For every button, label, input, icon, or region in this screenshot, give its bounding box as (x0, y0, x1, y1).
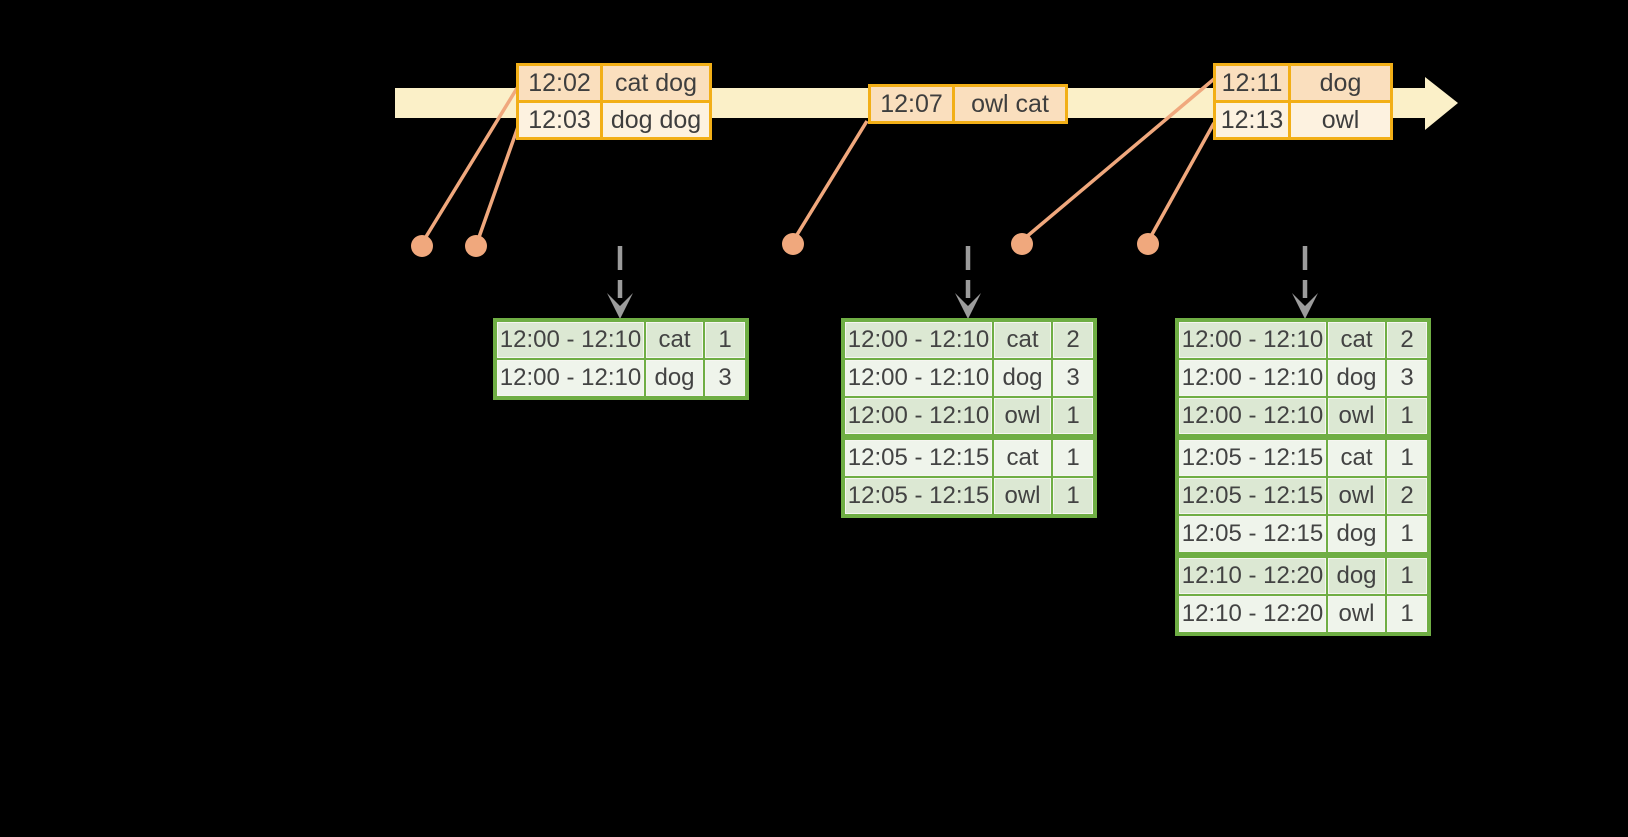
window-cell: 12:10 - 12:20 (1180, 559, 1325, 593)
result-row: 12:10 - 12:20 owl 1 (1180, 597, 1426, 631)
window-cell: 12:00 - 12:10 (846, 323, 991, 357)
window-cell: 12:05 - 12:15 (846, 441, 991, 475)
event-connector-line (1148, 122, 1216, 239)
result-row: 12:05 - 12:15 dog 1 (1180, 517, 1426, 551)
word-cell: dog (995, 361, 1050, 395)
result-table-1: 12:00 - 12:10 cat 1 12:00 - 12:10 dog 3 (493, 318, 749, 400)
word-cell: owl (995, 479, 1050, 513)
result-row: 12:00 - 12:10 cat 1 (498, 323, 744, 357)
window-cell: 12:00 - 12:10 (498, 361, 643, 395)
result-row: 12:05 - 12:15 cat 1 (1180, 441, 1426, 475)
word-cell: dog (1329, 517, 1384, 551)
count-cell: 2 (1388, 479, 1426, 513)
result-row: 12:00 - 12:10 dog 3 (1180, 361, 1426, 395)
window-cell: 12:00 - 12:10 (846, 399, 991, 433)
event-words: dog (1291, 66, 1390, 100)
count-cell: 3 (1054, 361, 1092, 395)
count-cell: 1 (1388, 441, 1426, 475)
event-connector-line (476, 123, 521, 241)
event-table-2: 12:07 owl cat (868, 84, 1068, 124)
event-connector-line (1023, 77, 1216, 240)
count-cell: 1 (706, 323, 744, 357)
result-row: 12:00 - 12:10 dog 3 (846, 361, 1092, 395)
event-row: 12:07 owl cat (871, 87, 1065, 121)
result-row: 12:05 - 12:15 owl 2 (1180, 479, 1426, 513)
word-cell: dog (1329, 361, 1384, 395)
result-row: 12:00 - 12:10 dog 3 (498, 361, 744, 395)
count-cell: 1 (1054, 441, 1092, 475)
word-cell: cat (1329, 323, 1384, 357)
event-dot (1137, 233, 1159, 255)
event-dot (782, 233, 804, 255)
count-cell: 1 (1388, 517, 1426, 551)
count-cell: 1 (1054, 479, 1092, 513)
word-cell: dog (1329, 559, 1384, 593)
event-time: 12:13 (1216, 103, 1288, 137)
event-row: 12:13 owl (1216, 103, 1390, 137)
window-cell: 12:05 - 12:15 (846, 479, 991, 513)
timeline-arrowhead-icon (1425, 77, 1458, 130)
window-cell: 12:05 - 12:15 (1180, 517, 1325, 551)
count-cell: 2 (1054, 323, 1092, 357)
word-cell: owl (1329, 597, 1384, 631)
event-dot (411, 235, 433, 257)
event-time: 12:07 (871, 87, 952, 121)
event-table-1: 12:02 cat dog 12:03 dog dog (516, 63, 712, 140)
event-connector-line (422, 84, 521, 241)
event-dot (465, 235, 487, 257)
word-cell: cat (995, 441, 1050, 475)
event-time: 12:02 (519, 66, 600, 100)
result-table-2: 12:00 - 12:10 cat 2 12:00 - 12:10 dog 3 … (841, 318, 1097, 518)
window-cell: 12:00 - 12:10 (498, 323, 643, 357)
event-words: owl cat (955, 87, 1065, 121)
window-cell: 12:10 - 12:20 (1180, 597, 1325, 631)
event-dot (1011, 233, 1033, 255)
count-cell: 1 (1054, 399, 1092, 433)
result-row: 12:00 - 12:10 cat 2 (846, 323, 1092, 357)
event-table-3: 12:11 dog 12:13 owl (1213, 63, 1393, 140)
count-cell: 3 (1388, 361, 1426, 395)
event-words: owl (1291, 103, 1390, 137)
count-cell: 1 (1388, 399, 1426, 433)
window-cell: 12:05 - 12:15 (1180, 441, 1325, 475)
word-cell: cat (647, 323, 702, 357)
window-cell: 12:00 - 12:10 (1180, 361, 1325, 395)
word-cell: owl (1329, 399, 1384, 433)
word-cell: cat (995, 323, 1050, 357)
event-row: 12:11 dog (1216, 66, 1390, 100)
count-cell: 2 (1388, 323, 1426, 357)
window-cell: 12:00 - 12:10 (846, 361, 991, 395)
result-row: 12:00 - 12:10 owl 1 (1180, 399, 1426, 433)
event-row: 12:03 dog dog (519, 103, 709, 137)
trigger-arrowhead-icon (955, 293, 981, 319)
result-row: 12:00 - 12:10 owl 1 (846, 399, 1092, 433)
event-words: cat dog (603, 66, 709, 100)
word-cell: owl (1329, 479, 1384, 513)
count-cell: 1 (1388, 559, 1426, 593)
event-row: 12:02 cat dog (519, 66, 709, 100)
word-cell: cat (1329, 441, 1384, 475)
event-words: dog dog (603, 103, 709, 137)
window-cell: 12:00 - 12:10 (1180, 323, 1325, 357)
count-cell: 1 (1388, 597, 1426, 631)
result-row: 12:00 - 12:10 cat 2 (1180, 323, 1426, 357)
word-cell: owl (995, 399, 1050, 433)
event-connector-line (793, 120, 869, 239)
count-cell: 3 (706, 361, 744, 395)
trigger-arrowhead-icon (607, 293, 633, 319)
result-table-3: 12:00 - 12:10 cat 2 12:00 - 12:10 dog 3 … (1175, 318, 1431, 636)
word-cell: dog (647, 361, 702, 395)
event-time: 12:03 (519, 103, 600, 137)
trigger-arrowhead-icon (1292, 293, 1318, 319)
result-row: 12:05 - 12:15 owl 1 (846, 479, 1092, 513)
window-cell: 12:00 - 12:10 (1180, 399, 1325, 433)
window-cell: 12:05 - 12:15 (1180, 479, 1325, 513)
result-row: 12:05 - 12:15 cat 1 (846, 441, 1092, 475)
event-time: 12:11 (1216, 66, 1288, 100)
result-row: 12:10 - 12:20 dog 1 (1180, 559, 1426, 593)
